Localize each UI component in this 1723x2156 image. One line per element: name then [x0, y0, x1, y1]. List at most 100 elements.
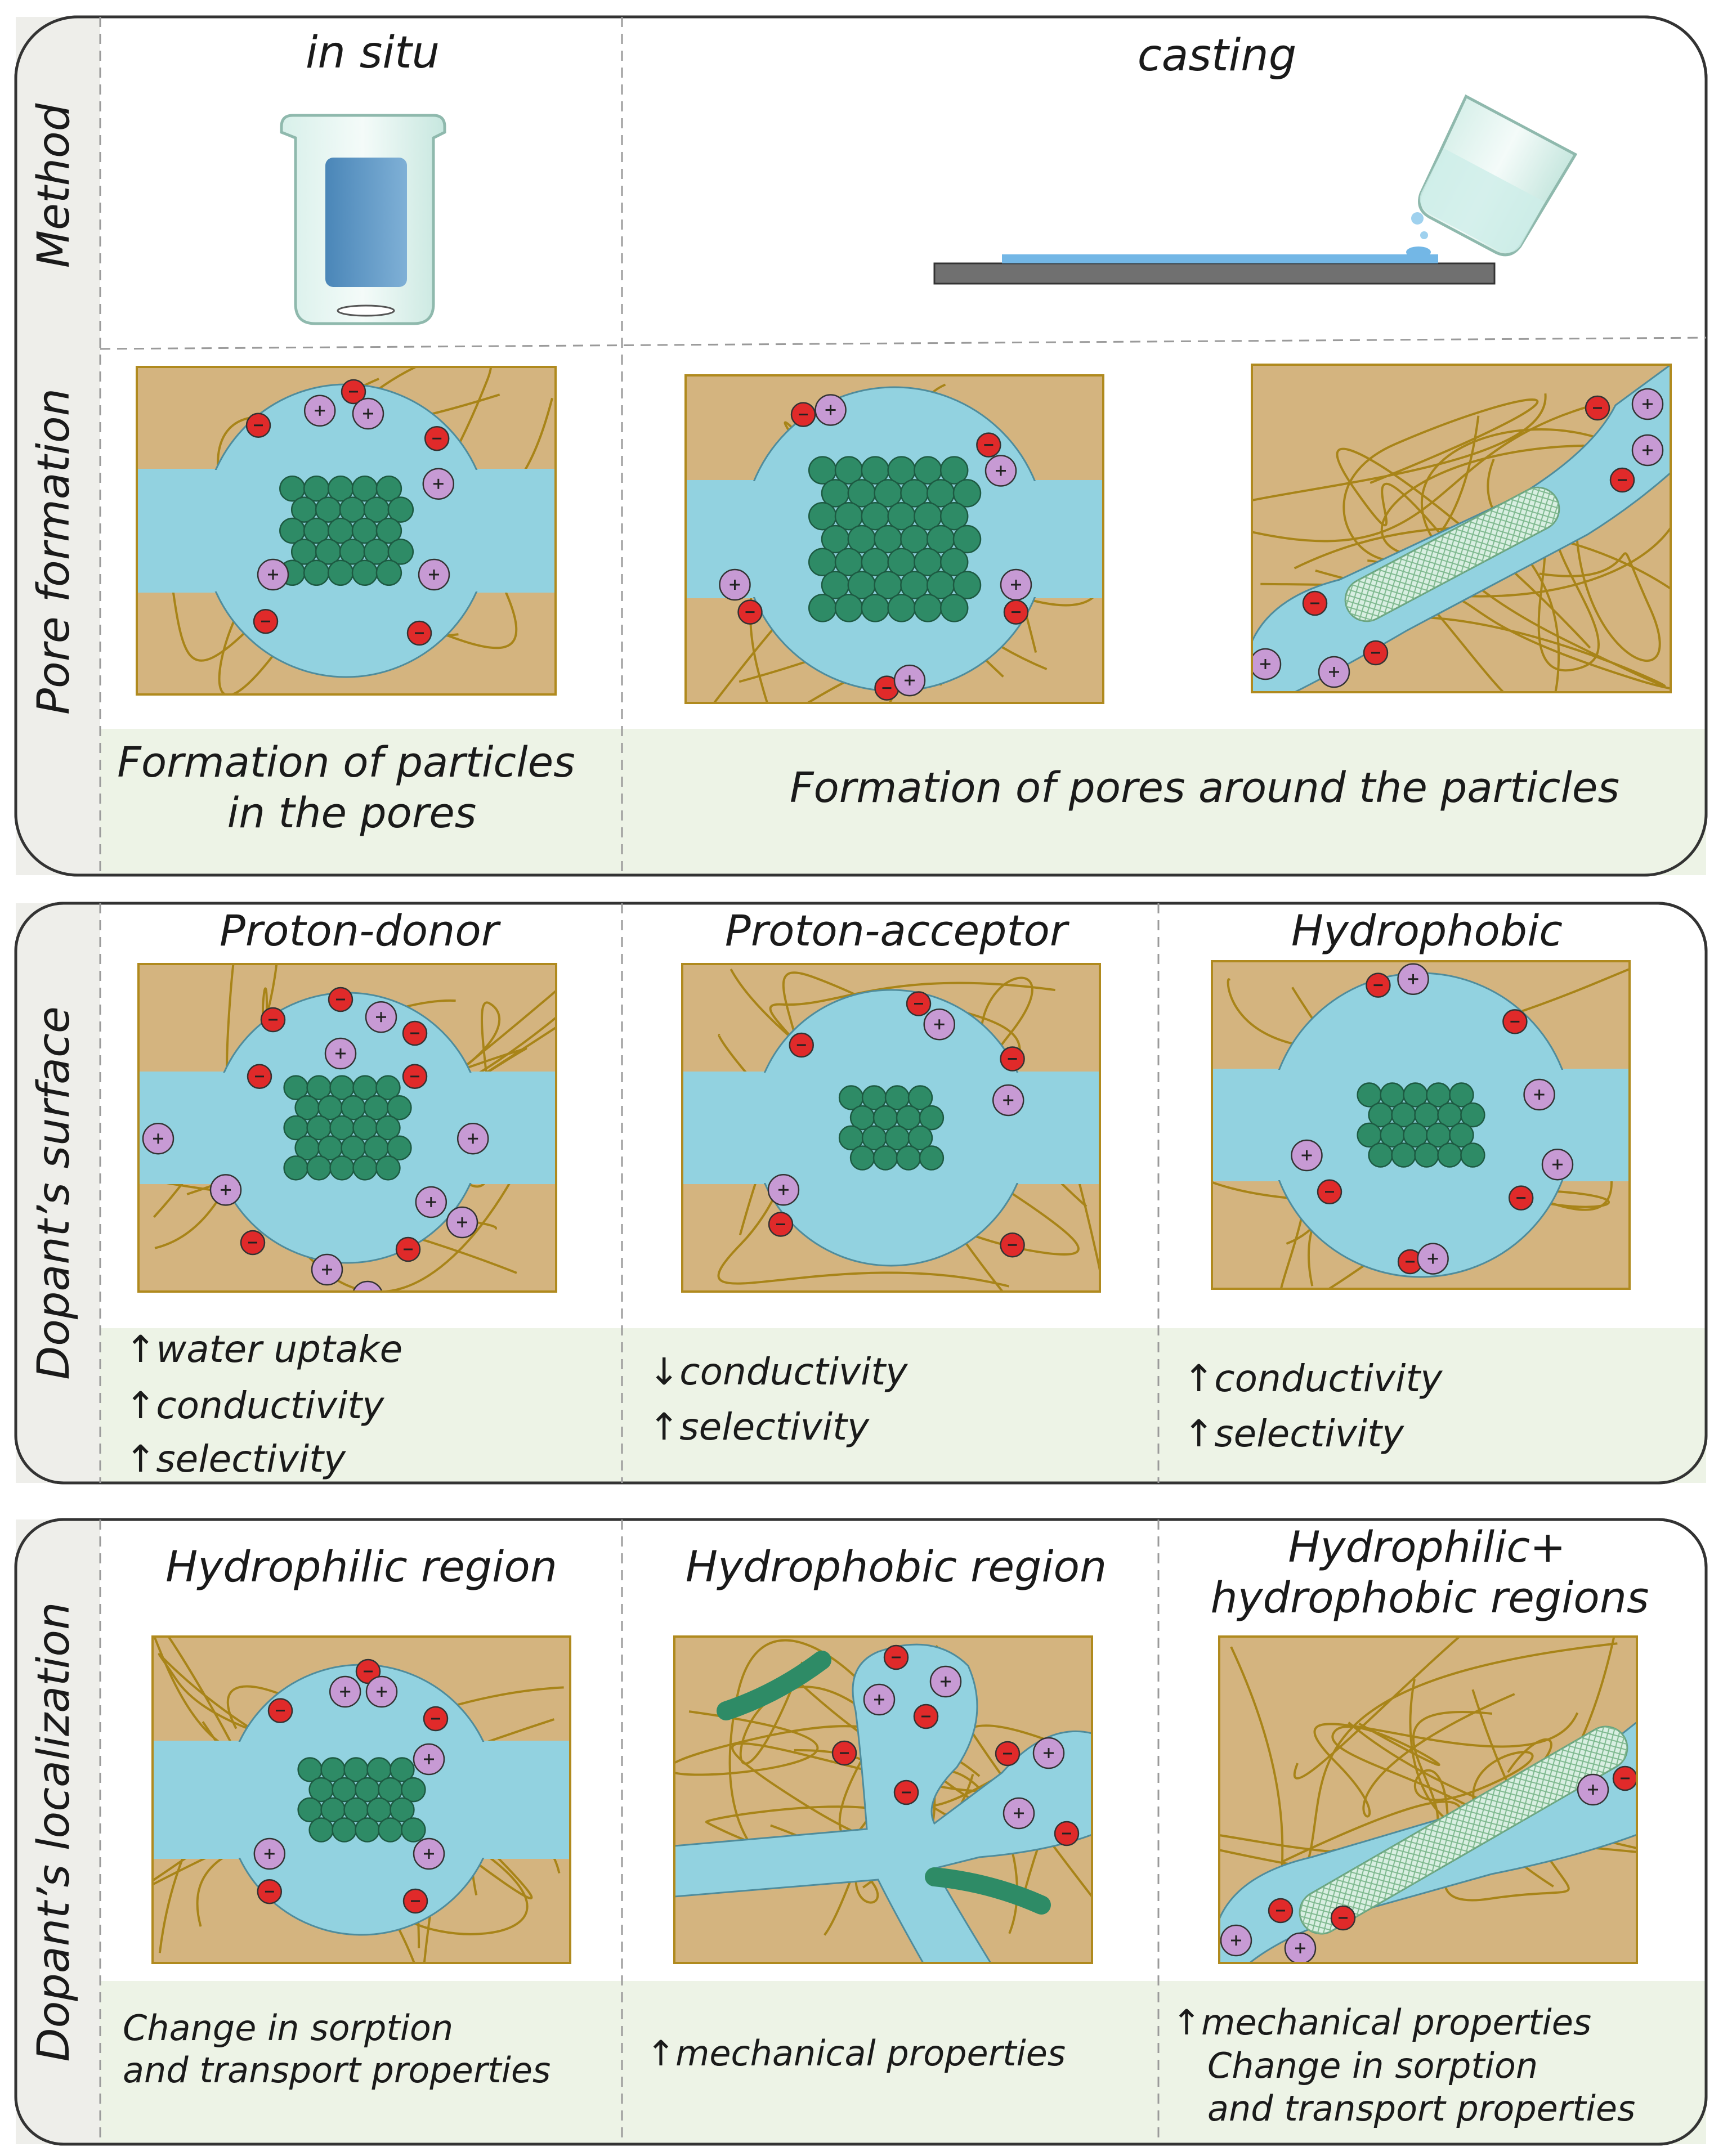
anion-icon: [1268, 1898, 1294, 1924]
surface-col3-line1: ↑conductivity: [1183, 1357, 1443, 1400]
particle: [352, 1155, 378, 1181]
cation-icon: [253, 1837, 286, 1870]
particle: [1414, 1142, 1439, 1168]
particle: [919, 1145, 945, 1171]
particle: [914, 594, 942, 622]
particle: [717, 1651, 831, 1720]
cation-icon: [457, 1122, 489, 1155]
particle: [387, 539, 414, 565]
panel-border: [673, 1635, 1093, 1964]
panel-both-regions: [1218, 1635, 1638, 1964]
particle: [332, 1817, 357, 1843]
cation-icon: [1397, 963, 1429, 996]
particle: [939, 594, 969, 622]
anion-icon: [260, 1007, 286, 1033]
surface-col1-line1: ↑water uptake: [125, 1328, 402, 1371]
anion-icon: [424, 425, 450, 451]
cation-icon: [422, 468, 455, 500]
anion-icon: [1502, 1009, 1528, 1034]
particle: [952, 525, 982, 554]
polymer-chain: [1336, 447, 1591, 649]
cation-icon: [413, 1837, 445, 1870]
anion-icon: [402, 1888, 428, 1914]
panel-border: [137, 963, 557, 1293]
cation-icon: [923, 1008, 955, 1041]
panel-hydrophilic-region: [151, 1635, 571, 1964]
cation-icon: [352, 397, 384, 430]
surface-col1-line3: ↑selectivity: [125, 1437, 346, 1481]
local-title-3b: hydrophobic regions: [1211, 1572, 1649, 1622]
cation-icon: [719, 568, 751, 601]
particle: [283, 1155, 308, 1181]
polymer-chain: [1227, 967, 1630, 1214]
particle: [919, 1105, 945, 1131]
side-label-method: Method: [29, 103, 79, 268]
particle: [887, 594, 916, 622]
anion-icon: [1000, 1046, 1025, 1072]
anion-icon: [341, 379, 366, 405]
water-channel: [674, 1643, 1092, 1963]
cation-icon: [929, 1665, 962, 1698]
polymer-chain: [1313, 1693, 1579, 1818]
cation-icon: [365, 1675, 398, 1708]
method-in-situ-label: in situ: [306, 28, 440, 78]
cation-icon: [1003, 1797, 1035, 1830]
particle: [952, 479, 982, 508]
particle: [939, 501, 969, 531]
particle: [896, 1145, 921, 1171]
panel-casting-pore: [684, 374, 1104, 704]
surface-col2-line2: ↑selectivity: [648, 1405, 870, 1449]
surface-col2-line1: ↓conductivity: [648, 1350, 908, 1393]
particle: [834, 594, 863, 622]
anion-icon: [253, 608, 279, 634]
cation-icon: [984, 455, 1017, 487]
anion-icon: [976, 432, 1001, 458]
side-band: [16, 903, 100, 1483]
cation-icon: [1291, 1139, 1323, 1172]
panel-hydrophobic-surface: [1211, 960, 1631, 1290]
side-label-pore: Pore formation: [29, 388, 79, 715]
cation-icon: [329, 1675, 361, 1708]
particle: [375, 1115, 401, 1141]
cation-icon: [814, 394, 847, 426]
cation-icon: [1252, 648, 1282, 680]
anion-icon: [1508, 1185, 1534, 1211]
particle: [375, 475, 402, 502]
local-title-3a: Hydrophilic+: [1288, 1522, 1565, 1572]
particle: [329, 1155, 355, 1181]
cation-icon: [209, 1174, 242, 1206]
nanotube-icon: [1299, 1725, 1628, 1935]
particle: [387, 496, 414, 523]
cation-icon: [142, 1122, 174, 1155]
cation-icon: [446, 1206, 478, 1239]
particle: [1449, 1082, 1474, 1108]
panel-casting-nanotube: [1251, 364, 1672, 693]
polymer-chain: [1413, 1751, 1554, 1888]
surface-caption-band: [16, 1328, 1706, 1483]
cation-icon: [365, 1001, 397, 1033]
anion-icon: [1330, 1905, 1356, 1931]
anion-icon: [240, 1230, 266, 1256]
side-band: [16, 17, 100, 875]
anion-icon: [1003, 599, 1029, 625]
surface-title-2: Proton-acceptor: [725, 906, 1070, 956]
panel-proton-donor: [137, 963, 557, 1293]
anion-icon: [883, 1644, 909, 1670]
panel-border: [684, 374, 1104, 704]
local-col1-line1: Change in sorption: [123, 2007, 453, 2049]
anion-icon: [906, 991, 932, 1016]
local-title-1: Hydrophilic region: [165, 1541, 557, 1592]
panel-border: [151, 1635, 571, 1964]
anion-icon: [790, 402, 816, 427]
particle: [872, 1145, 898, 1171]
beaker-icon: [280, 114, 446, 325]
surface-col3-line2: ↑selectivity: [1183, 1412, 1404, 1455]
drop: [1411, 212, 1424, 225]
anion-icon: [406, 620, 432, 646]
anion-icon: [1000, 1232, 1025, 1258]
anion-icon: [245, 413, 271, 438]
particle: [1368, 1142, 1393, 1168]
particle: [1391, 1142, 1416, 1168]
cation-icon: [1284, 1932, 1317, 1963]
